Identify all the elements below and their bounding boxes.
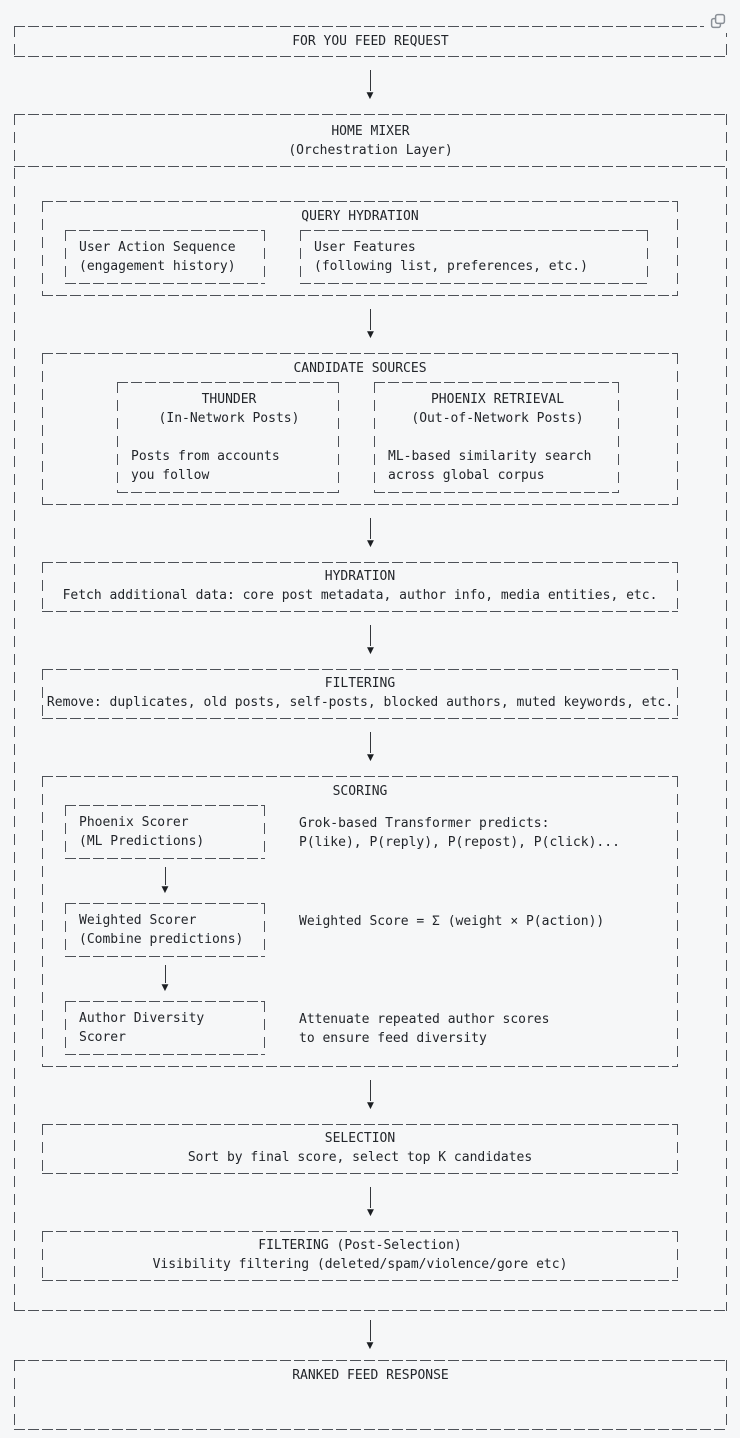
thunder-name: THUNDER [201,392,257,407]
arrow-stem [164,867,166,885]
arrow-head-icon: ▼ [161,983,169,993]
weighted-scorer-note1: Weighted Score = Σ (weight × P(action)) [299,914,605,929]
scoring-title: SCORING [332,784,388,799]
flow-arrow-phoenix-to-weighted: ▼ [65,867,265,895]
candidate-sources-title: CANDIDATE SOURCES [293,361,427,376]
diversity-scorer-note2: to ensure feed diversity [299,1031,487,1046]
arrow-stem [370,518,371,539]
phoenix-scorer-note2: P(like), P(reply), P(repost), P(click)..… [299,835,620,850]
phoenix-desc1: ML-based similarity search [388,449,592,464]
copy-icon [710,13,726,29]
diversity-scorer-note: Attenuate repeated author scores to ensu… [299,1001,549,1048]
home-mixer-title: HOME MIXER [331,124,410,139]
flow-arrow-scoring-to-selection: ▼ [14,1080,727,1111]
query-hydration-title: QUERY HYDRATION [301,209,419,224]
feed-request-label: FOR YOU FEED REQUEST [292,34,449,49]
flow-arrow-filtering-to-scoring: ▼ [14,732,727,763]
home-mixer-body: QUERY HYDRATION User Action Sequence (en… [14,167,727,1311]
diversity-scorer-line1: Author Diversity [79,1011,205,1026]
node-user-action-sequence: User Action Sequence (engagement history… [65,230,265,284]
spacer [131,428,327,447]
node-phoenix-retrieval: PHOENIX RETRIEVAL (Out-of-Network Posts)… [374,382,619,493]
arrow-head-icon: ▼ [367,1208,374,1218]
node-ranked-feed-response: RANKED FEED RESPONSE [14,1360,727,1430]
scoring-row-phoenix: Phoenix Scorer (ML Predictions) Grok-bas… [42,805,678,859]
weighted-scorer-line2: (Combine predictions) [79,932,244,947]
diversity-scorer-line2: Scorer [79,1030,126,1045]
user-action-line2: (engagement history) [79,259,236,274]
ranked-response-label: RANKED FEED RESPONSE [292,1368,449,1383]
arrow-head-icon: ▼ [367,330,374,340]
flow-arrow-hydration-to-filtering: ▼ [14,625,727,656]
arrow-head-icon: ▼ [367,753,374,763]
node-filtering: FILTERING Remove: duplicates, old posts,… [42,669,678,719]
arrow-head-icon: ▼ [366,91,374,101]
weighted-scorer-line1: Weighted Scorer [79,913,197,928]
diversity-scorer-note1: Attenuate repeated author scores [299,1012,550,1027]
phoenix-desc2: across global corpus [388,468,545,483]
arrow-stem [370,1187,371,1208]
candidate-sources-row: THUNDER (In-Network Posts) Posts from ac… [117,382,678,493]
thunder-desc2: you follow [131,468,210,483]
arrow-stem [369,1320,371,1341]
post-filtering-title: FILTERING (Post-Selection) [258,1238,462,1253]
selection-title: SELECTION [324,1131,396,1146]
section-candidate-sources: CANDIDATE SOURCES THUNDER (In-Network Po… [42,353,678,505]
arrow-head-icon: ▼ [367,1101,374,1111]
spacer [388,428,607,447]
arrow-stem [370,625,371,646]
hydration-title: HYDRATION [324,569,396,584]
phoenix-scorer-note: Grok-based Transformer predicts: P(like)… [299,805,620,852]
flow-arrow-weighted-to-diversity: ▼ [65,965,265,993]
phoenix-subtitle: (Out-of-Network Posts) [411,411,584,426]
flow-arrow-request-to-mixer: ▼ [0,70,740,101]
flow-arrow-mixer-to-response: ▼ [0,1320,740,1351]
weighted-scorer-note: Weighted Score = Σ (weight × P(action)) [299,903,604,931]
selection-desc: Sort by final score, select top K candid… [187,1150,533,1165]
arrow-head-icon: ▼ [366,1341,374,1351]
section-scoring: SCORING Phoenix Scorer (ML Predictions) … [42,776,678,1067]
node-selection: SELECTION Sort by final score, select to… [42,1124,678,1174]
node-phoenix-scorer: Phoenix Scorer (ML Predictions) [65,805,265,859]
node-user-features: User Features (following list, preferenc… [300,230,648,284]
container-home-mixer: HOME MIXER (Orchestration Layer) QUERY H… [14,114,727,1311]
arrow-stem [369,70,371,91]
copy-button[interactable] [704,9,732,33]
arrow-head-icon: ▼ [161,885,169,895]
arrow-head-icon: ▼ [367,539,374,549]
node-hydration: HYDRATION Fetch additional data: core po… [42,562,678,612]
user-features-line2: (following list, preferences, etc.) [314,259,588,274]
thunder-desc1: Posts from accounts [131,449,280,464]
node-thunder: THUNDER (In-Network Posts) Posts from ac… [117,382,339,493]
home-mixer-header: HOME MIXER (Orchestration Layer) [14,114,727,167]
arrow-stem [370,732,371,753]
filtering-desc: Remove: duplicates, old posts, self-post… [46,695,674,710]
query-hydration-row: User Action Sequence (engagement history… [65,230,678,284]
arrow-stem [164,965,166,983]
node-feed-request: FOR YOU FEED REQUEST [14,26,727,57]
node-author-diversity-scorer: Author Diversity Scorer [65,1001,265,1055]
filtering-title: FILTERING [324,676,396,691]
phoenix-scorer-note1: Grok-based Transformer predicts: [299,816,550,831]
scoring-row-weighted: Weighted Scorer (Combine predictions) We… [42,903,678,957]
node-post-selection-filtering: FILTERING (Post-Selection) Visibility fi… [42,1231,678,1281]
flow-arrow-selection-to-postfiltering: ▼ [14,1187,727,1218]
post-filtering-desc: Visibility filtering (deleted/spam/viole… [152,1257,568,1272]
section-query-hydration: QUERY HYDRATION User Action Sequence (en… [42,201,678,296]
flow-arrow-candidates-to-hydration: ▼ [14,518,727,549]
thunder-subtitle: (In-Network Posts) [158,411,300,426]
scoring-row-diversity: Author Diversity Scorer Attenuate repeat… [42,1001,678,1055]
user-action-line1: User Action Sequence [79,240,236,255]
phoenix-scorer-line1: Phoenix Scorer [79,815,189,830]
home-mixer-subtitle: (Orchestration Layer) [288,143,453,158]
arrow-stem [370,309,371,330]
phoenix-scorer-line2: (ML Predictions) [79,834,205,849]
hydration-desc: Fetch additional data: core post metadat… [62,588,658,603]
arrow-head-icon: ▼ [367,646,374,656]
phoenix-name: PHOENIX RETRIEVAL [430,392,565,407]
user-features-line1: User Features [314,240,416,255]
flow-arrow-query-to-candidates: ▼ [14,309,727,340]
node-weighted-scorer: Weighted Scorer (Combine predictions) [65,903,265,957]
arrow-stem [370,1080,371,1101]
